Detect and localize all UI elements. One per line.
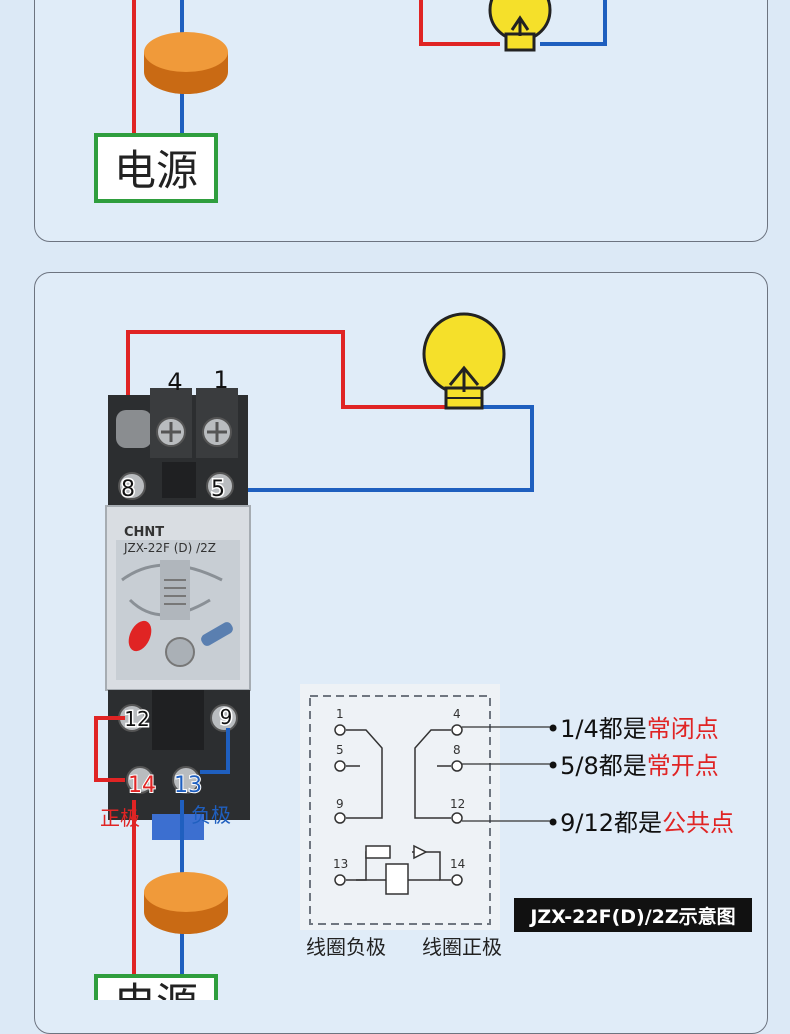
coil-negative-label: 负极 bbox=[191, 803, 231, 827]
top-push-button bbox=[144, 32, 228, 94]
schematic-pin-14: 14 bbox=[450, 857, 465, 871]
schematic-pin-13: 13 bbox=[333, 857, 348, 871]
relay-model: JZX-22F (D) /2Z bbox=[123, 541, 216, 555]
terminal-12-label: 12 bbox=[124, 707, 149, 731]
bulb-icon bbox=[422, 312, 506, 410]
power-label: 电源 bbox=[114, 979, 198, 1000]
top-power-label: 电源 bbox=[114, 146, 198, 195]
annotation-normally-open: •5/8都是常开点 bbox=[546, 752, 719, 780]
coil-positive-label: 正极 bbox=[100, 806, 140, 830]
schematic-pin-4: 4 bbox=[453, 707, 461, 721]
schematic-pin-5: 5 bbox=[336, 743, 344, 757]
terminal-13-label: 13 bbox=[174, 773, 202, 798]
push-button bbox=[144, 872, 228, 934]
coil-negative-caption: 线圈负极 bbox=[306, 935, 386, 959]
terminal-8-label: 8 bbox=[121, 477, 135, 502]
relay-wiring-diagram: CHNT JZX-22F (D) /2Z 4 1 8 5 12 9 14 13 … bbox=[94, 312, 752, 1000]
coil-jumper-wire bbox=[94, 716, 125, 782]
top-power-box bbox=[94, 133, 218, 203]
annotation-normally-closed: •1/4都是常闭点 bbox=[546, 715, 719, 743]
top-circuit-diagram: 电源 bbox=[94, 0, 607, 203]
relay-body bbox=[105, 505, 251, 691]
terminal-9-blue-wire bbox=[200, 728, 230, 774]
terminal-4-label: 4 bbox=[167, 368, 182, 396]
annotation-common: •9/12都是公共点 bbox=[546, 809, 734, 837]
schematic-title: JZX-22F(D)/2Z示意图 bbox=[528, 905, 735, 928]
relay-schematic bbox=[300, 684, 550, 930]
top-bulb-icon bbox=[488, 0, 552, 52]
power-box bbox=[94, 974, 218, 1000]
terminal-5-label: 5 bbox=[211, 477, 225, 502]
terminal-9-label: 9 bbox=[220, 705, 233, 729]
schematic-pin-9: 9 bbox=[336, 797, 344, 811]
relay-blue-wire-from-bulb bbox=[232, 405, 534, 492]
relay-brand: CHNT bbox=[124, 525, 164, 540]
top-bulb-red-wire bbox=[419, 0, 500, 46]
top-bulb-blue-wire bbox=[540, 0, 607, 46]
relay-red-wire-to-bulb bbox=[126, 330, 455, 480]
schematic-pin-12: 12 bbox=[450, 797, 465, 811]
terminal-1-label: 1 bbox=[213, 366, 228, 394]
terminal-14-label: 14 bbox=[128, 773, 156, 798]
schematic-pin-1: 1 bbox=[336, 707, 344, 721]
schematic-pin-8: 8 bbox=[453, 743, 461, 757]
schematic-title-box bbox=[514, 898, 752, 932]
coil-positive-caption: 线圈正极 bbox=[422, 935, 502, 959]
relay-base-top bbox=[108, 388, 248, 507]
